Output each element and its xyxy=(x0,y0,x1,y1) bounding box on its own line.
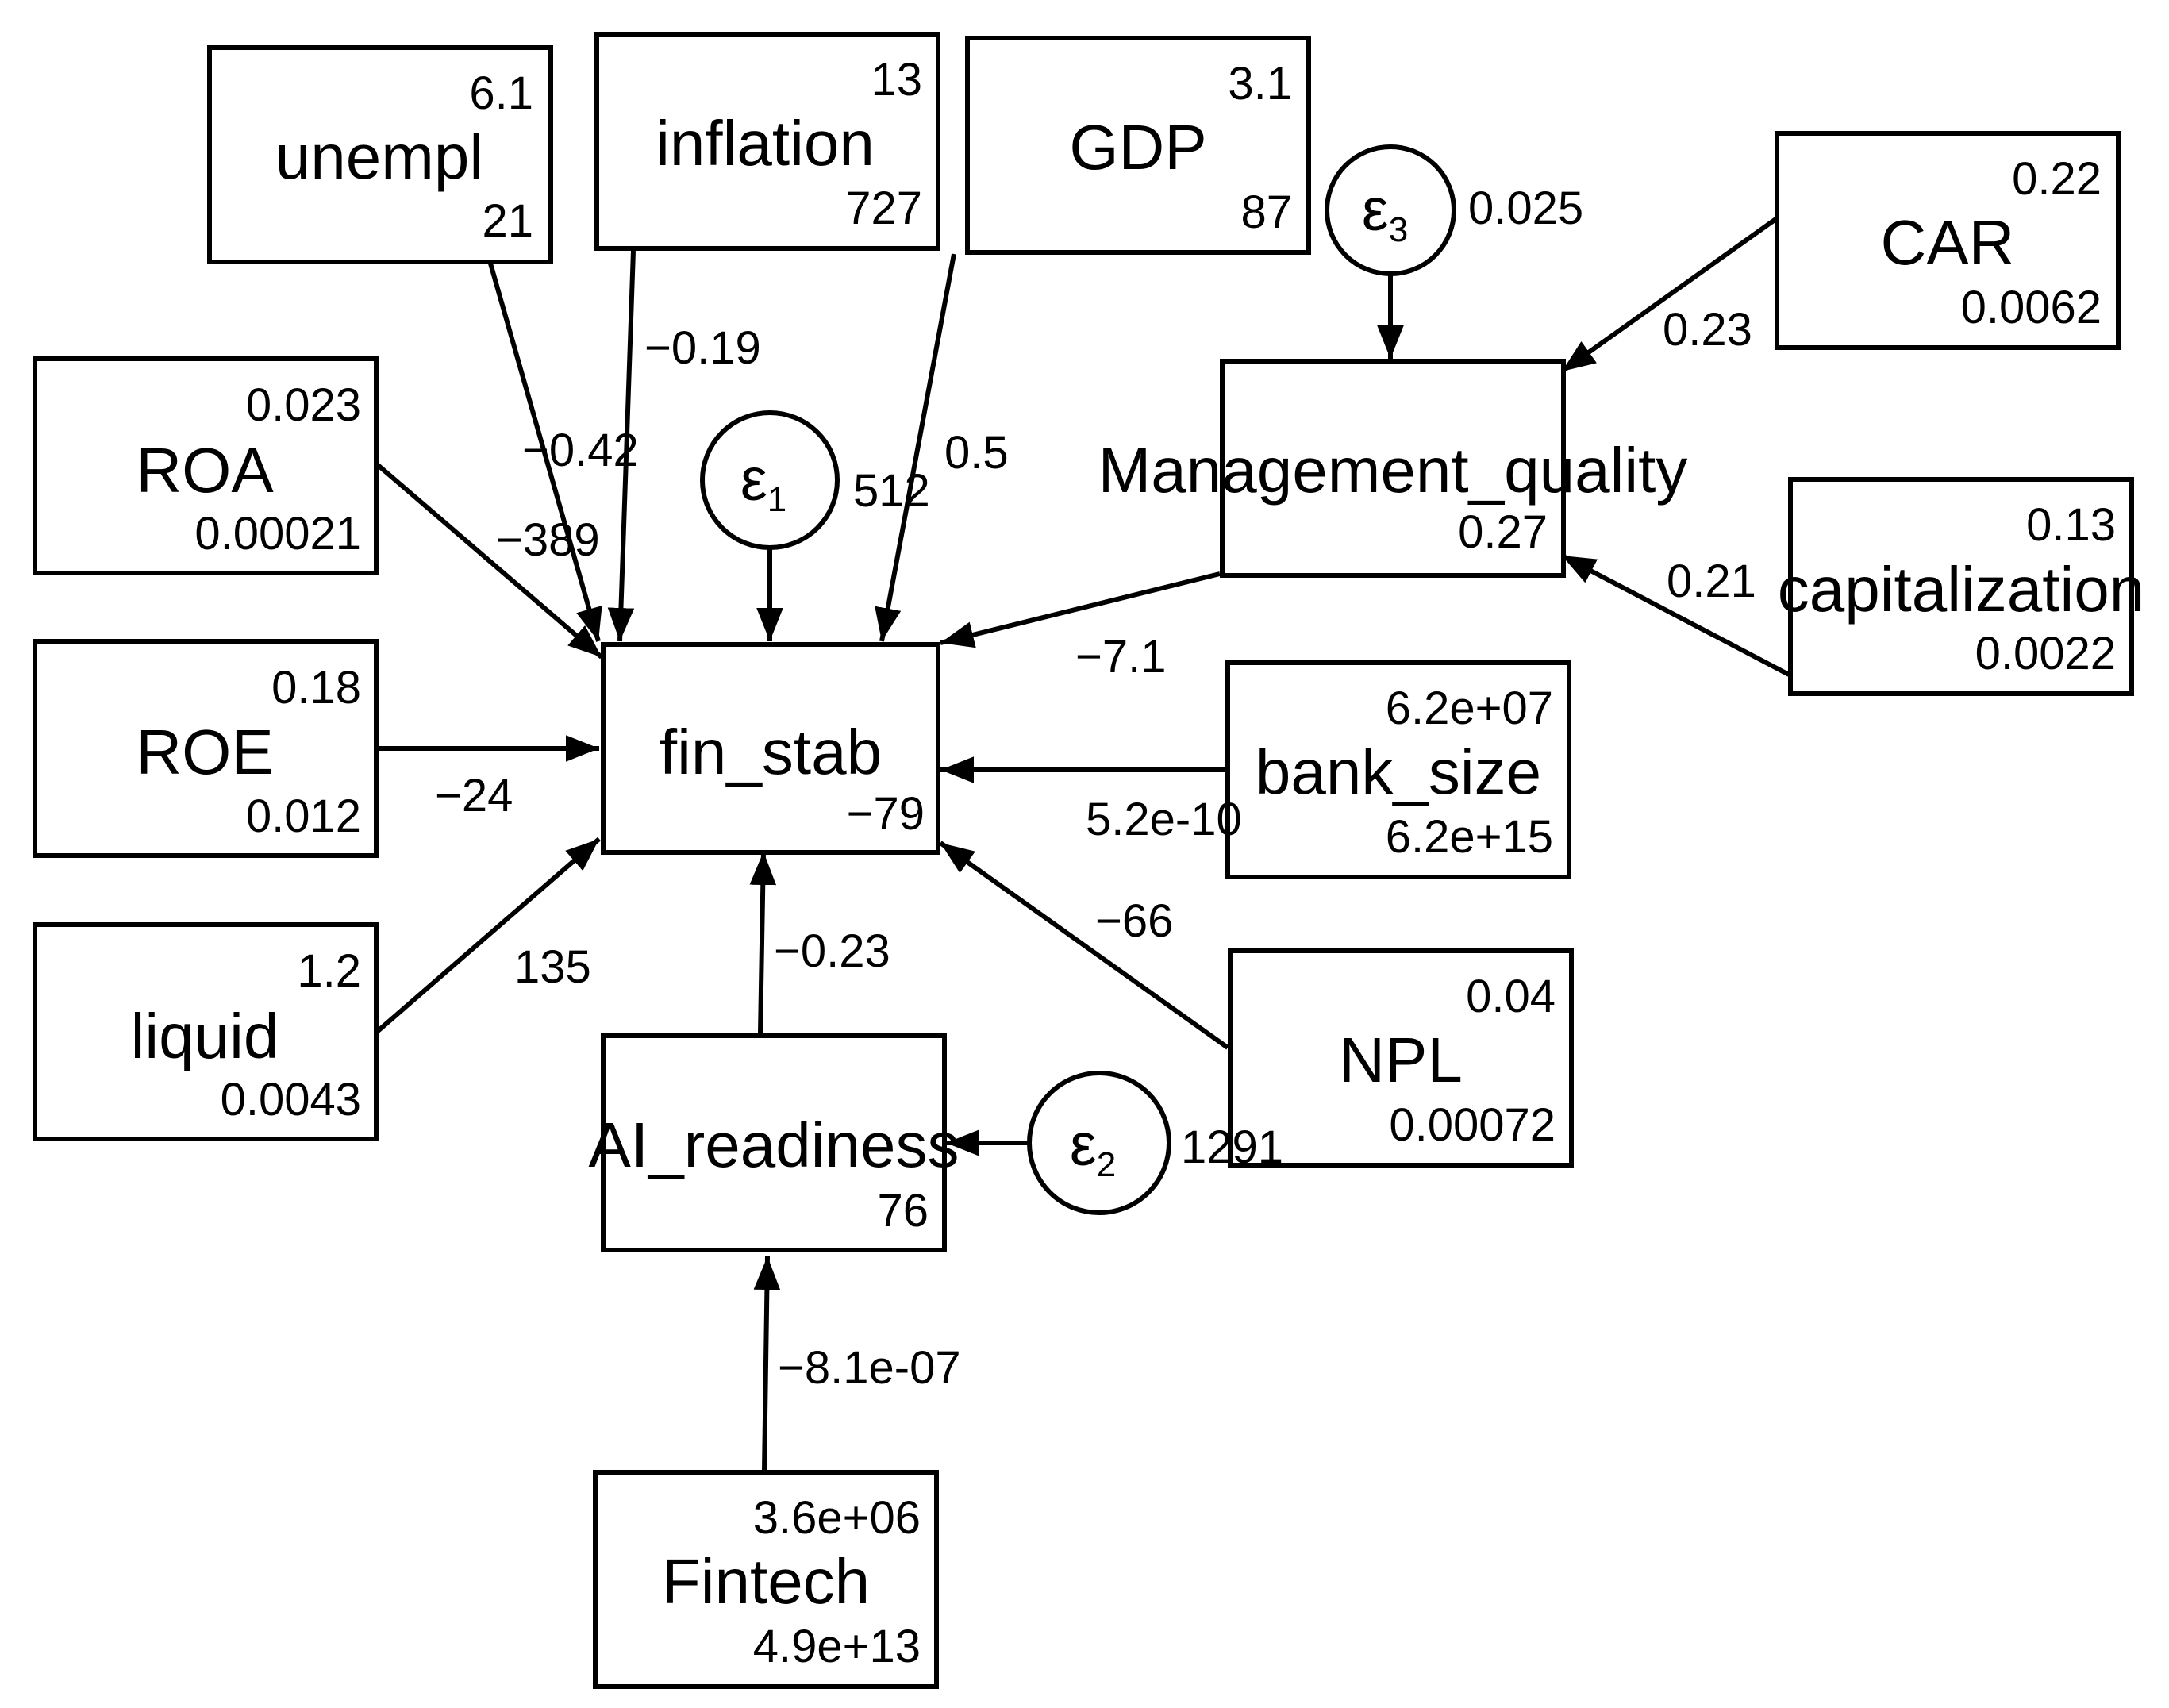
ai-readiness-intercept: 76 xyxy=(877,1185,929,1237)
fin-stab-name: fin_stab xyxy=(660,717,882,787)
error-label-e1: ε1 xyxy=(740,446,786,519)
management-quality-intercept: 0.27 xyxy=(1458,506,1548,558)
coef-ai-fin-stab: −0.23 xyxy=(774,925,890,977)
roe-name: ROE xyxy=(136,717,273,787)
box-capitalization xyxy=(1788,477,2134,696)
liquid-mean: 1.2 xyxy=(297,945,361,997)
box-inflation xyxy=(594,32,940,251)
coef-unempl-fin-stab: −0.42 xyxy=(522,425,639,476)
roe-variance: 0.012 xyxy=(246,791,361,842)
error-circle-e1 xyxy=(700,410,840,550)
error-label-e2: ε2 xyxy=(1070,1111,1116,1184)
capitalization-mean: 0.13 xyxy=(2026,499,2116,551)
edge-ai-fin-stab xyxy=(749,851,777,1034)
error-circle-e3 xyxy=(1325,144,1456,276)
fintech-variance: 4.9e+13 xyxy=(753,1621,921,1672)
inflation-mean: 13 xyxy=(871,54,922,106)
unempl-mean: 6.1 xyxy=(469,67,533,119)
edge-npl-fin-stab xyxy=(939,841,1229,1050)
edge-mq-fin-stab xyxy=(940,571,1221,648)
inflation-name: inflation xyxy=(656,108,875,179)
edge-unempl-fin-stab xyxy=(488,263,602,642)
gdp-mean: 3.1 xyxy=(1228,58,1292,110)
box-unempl xyxy=(207,45,553,264)
bank-size-name: bank_size xyxy=(1256,737,1541,807)
box-fin-stab xyxy=(601,642,940,855)
box-gdp xyxy=(965,36,1311,255)
edge-inflation-fin-stab xyxy=(607,250,636,642)
box-roe xyxy=(33,639,379,858)
unempl-name: unempl xyxy=(275,121,483,192)
edge-cap-mq xyxy=(1560,553,1790,677)
box-fintech xyxy=(593,1470,939,1689)
error-variance-e2: 1291 xyxy=(1181,1121,1283,1173)
coef-roa-fin-stab: −389 xyxy=(496,514,600,566)
edge-roa-fin-stab xyxy=(375,462,603,660)
unempl-variance: 21 xyxy=(482,195,533,247)
box-ai-readiness xyxy=(601,1033,947,1252)
box-liquid xyxy=(33,922,379,1141)
error-terms: ε1 ε2 ε3 512 1291 0.025 xyxy=(700,144,1583,1215)
bank-size-variance: 6.2e+15 xyxy=(1386,811,1553,863)
liquid-name: liquid xyxy=(131,1001,279,1071)
coef-gdp-fin-stab: 0.5 xyxy=(944,427,1009,479)
edge-gdp-fin-stab xyxy=(875,253,956,642)
npl-variance: 0.00072 xyxy=(1389,1099,1556,1151)
box-roa xyxy=(33,356,379,575)
box-management-quality xyxy=(1220,359,1566,578)
coef-inflation-fin-stab: −0.19 xyxy=(644,322,761,374)
box-car xyxy=(1775,131,2121,350)
fintech-name: Fintech xyxy=(662,1546,870,1617)
edge-liquid-fin-stab xyxy=(375,837,601,1034)
box-bank-size xyxy=(1225,660,1571,879)
car-mean: 0.22 xyxy=(2012,153,2102,205)
edges xyxy=(375,216,1790,1471)
car-name: CAR xyxy=(1881,207,2015,278)
coef-liquid-fin-stab: 135 xyxy=(514,941,591,993)
liquid-variance: 0.0043 xyxy=(221,1074,361,1125)
edge-fintech-ai xyxy=(753,1256,781,1471)
edge-car-mq xyxy=(1560,216,1779,374)
car-variance: 0.0062 xyxy=(1961,282,2102,333)
roe-mean: 0.18 xyxy=(271,662,361,714)
path-coefficients: −0.42 −0.19 0.5 −389 −24 135 −7.1 5.2e-1… xyxy=(435,304,1756,1394)
coef-bank-size-fin-stab: 5.2e-10 xyxy=(1086,794,1242,845)
bank-size-mean: 6.2e+07 xyxy=(1386,683,1553,734)
error-variance-e1: 512 xyxy=(853,465,930,517)
box-npl xyxy=(1228,948,1574,1168)
ai-readiness-name: AI_readiness xyxy=(589,1110,960,1180)
npl-mean: 0.04 xyxy=(1466,971,1556,1022)
boxes xyxy=(33,32,2134,1689)
error-label-e3: ε3 xyxy=(1362,176,1408,249)
error-variance-e3: 0.025 xyxy=(1468,183,1583,234)
error-circle-e2 xyxy=(1027,1071,1171,1215)
coef-car-mq: 0.23 xyxy=(1663,304,1752,356)
npl-name: NPL xyxy=(1339,1025,1463,1095)
roa-name: ROA xyxy=(136,435,274,506)
coef-fintech-ai: −8.1e-07 xyxy=(778,1342,961,1394)
coef-npl-fin-stab: −66 xyxy=(1095,895,1173,947)
capitalization-name: capitalization xyxy=(1778,554,2145,625)
coef-cap-mq: 0.21 xyxy=(1667,556,1756,607)
coef-roe-fin-stab: −24 xyxy=(435,770,513,821)
roa-variance: 0.00021 xyxy=(194,508,361,560)
roa-mean: 0.023 xyxy=(246,379,361,431)
node-labels: 6.1 unempl 21 13 inflation 727 3.1 GDP 8… xyxy=(131,54,2145,1672)
coef-mq-fin-stab: −7.1 xyxy=(1075,631,1167,683)
fin-stab-intercept: −79 xyxy=(847,788,925,840)
capitalization-variance: 0.0022 xyxy=(1975,628,2116,679)
gdp-name: GDP xyxy=(1069,112,1206,183)
fintech-mean: 3.6e+06 xyxy=(753,1492,921,1544)
management-quality-name: Management_quality xyxy=(1098,435,1688,506)
gdp-variance: 87 xyxy=(1240,187,1292,238)
inflation-variance: 727 xyxy=(845,183,922,234)
